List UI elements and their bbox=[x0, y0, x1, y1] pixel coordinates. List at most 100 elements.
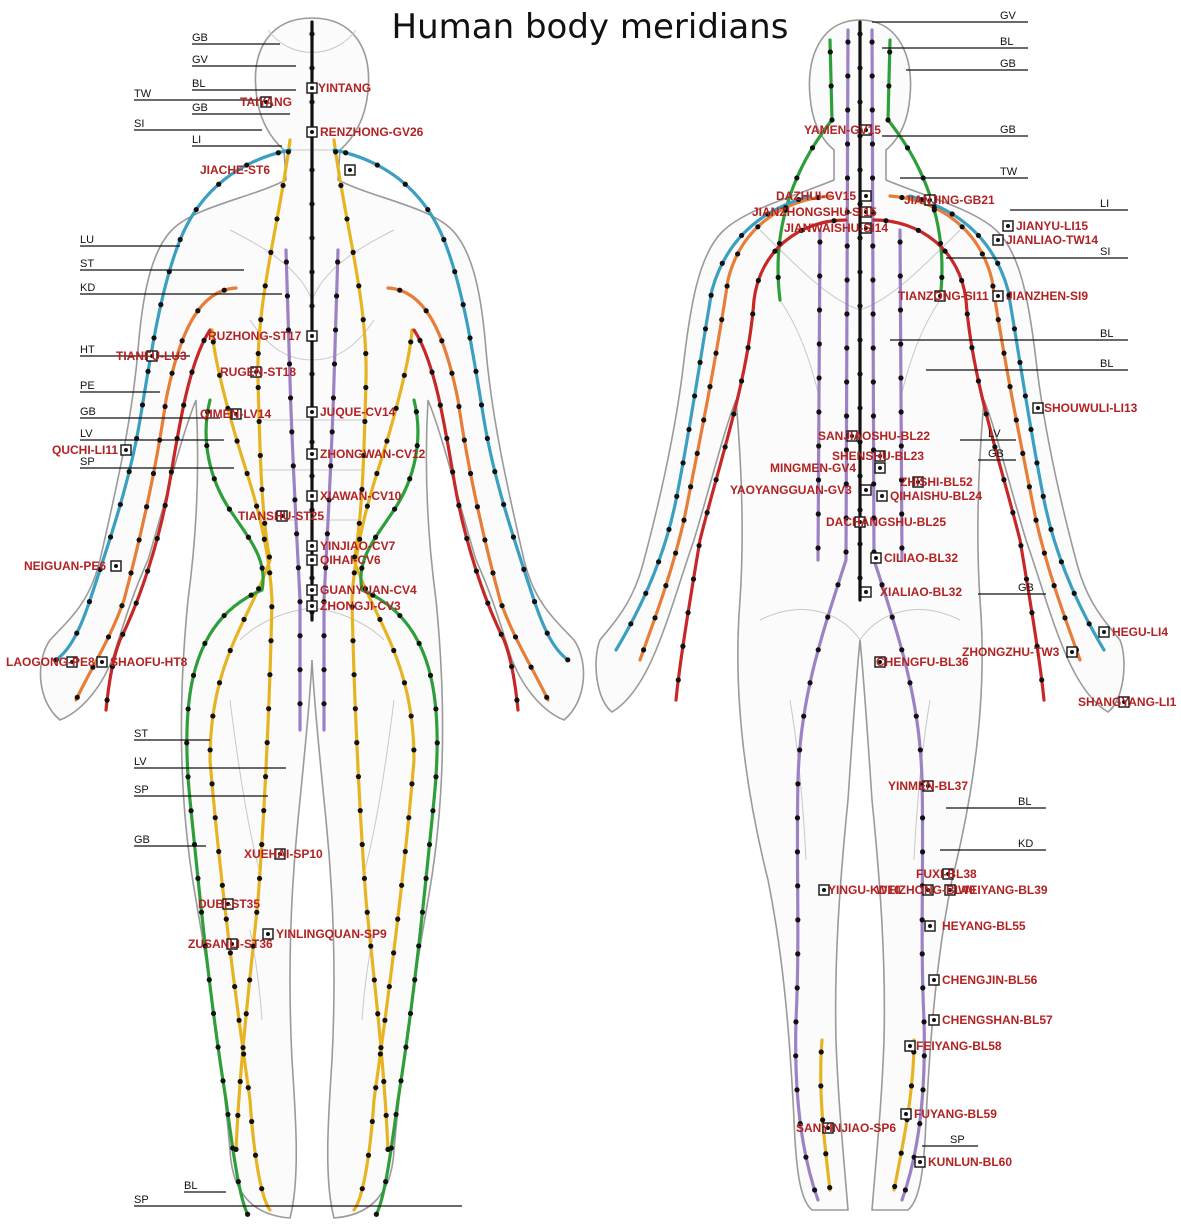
acupoint-dot bbox=[234, 412, 238, 416]
acupoint-label: ZHONGJI-CV3 bbox=[320, 599, 401, 613]
meridian-point-dot bbox=[870, 311, 876, 317]
meridian-point-dot bbox=[145, 368, 151, 374]
meridian-point-dot bbox=[168, 469, 174, 475]
acupoint-dot bbox=[310, 604, 314, 608]
meridian-point-dot bbox=[857, 31, 863, 37]
meridian-point-dot bbox=[377, 616, 383, 623]
acupoint-dot bbox=[916, 480, 920, 484]
meridian-point-dot bbox=[809, 145, 816, 151]
acupoint-label: FEIYANG-BL58 bbox=[916, 1039, 1002, 1053]
acupoint-label: TIANZONG-SI11 bbox=[898, 289, 989, 303]
meridian-point-dot bbox=[831, 218, 837, 224]
meridian-point-dot bbox=[964, 311, 970, 317]
acupoint-label: SANYINJIAO-SP6 bbox=[796, 1121, 896, 1135]
meridian-point-dot bbox=[719, 260, 725, 266]
meridian-point-dot bbox=[401, 372, 407, 378]
front-labels-text: LV bbox=[134, 756, 147, 768]
meridian-point-dot bbox=[917, 1121, 923, 1127]
meridian-point-dot bbox=[818, 1083, 824, 1089]
meridian-point-dot bbox=[719, 317, 725, 323]
acupoint-label: XIALIAO-BL32 bbox=[880, 585, 962, 599]
meridian-point-dot bbox=[979, 251, 985, 257]
meridian-point-dot bbox=[402, 181, 408, 187]
meridian-point-dot bbox=[215, 1044, 221, 1050]
acupoint-label: RUZHONG-ST17 bbox=[208, 329, 302, 343]
meridian-point-dot bbox=[430, 808, 436, 814]
meridian-point-dot bbox=[460, 302, 466, 308]
meridian-point-dot bbox=[898, 341, 904, 347]
meridian-point-dot bbox=[1010, 509, 1016, 516]
meridian-point-dot bbox=[309, 575, 315, 581]
meridian-point-dot bbox=[844, 345, 850, 351]
meridian-point-dot bbox=[359, 841, 365, 848]
meridian-point-dot bbox=[871, 515, 877, 521]
meridian-point-dot bbox=[343, 150, 349, 156]
meridian-point-dot bbox=[309, 31, 315, 37]
meridian-point-dot bbox=[398, 1078, 404, 1084]
meridian-point-dot bbox=[902, 1187, 908, 1193]
front-labels-text: LU bbox=[80, 234, 94, 246]
meridian-point-dot bbox=[870, 243, 876, 249]
meridian-point-dot bbox=[473, 568, 479, 574]
meridian-point-dot bbox=[869, 39, 875, 45]
meridian-point-dot bbox=[162, 502, 168, 509]
meridian-point-dot bbox=[250, 943, 256, 949]
meridian-point-dot bbox=[889, 614, 895, 620]
meridian-point-dot bbox=[401, 680, 408, 686]
meridian-point-dot bbox=[225, 1111, 231, 1118]
meridian-point-dot bbox=[807, 680, 813, 686]
meridian-point-dot bbox=[284, 293, 291, 299]
meridian-point-dot bbox=[331, 361, 338, 367]
acupoint-dot bbox=[1006, 224, 1010, 228]
front-ht-meridian-right bbox=[412, 328, 520, 712]
meridian-point-dot bbox=[226, 506, 233, 512]
meridian-point-dot bbox=[292, 497, 298, 503]
meridian-point-dot bbox=[433, 774, 439, 780]
meridian-point-dot bbox=[694, 450, 700, 457]
meridian-point-dot bbox=[275, 150, 281, 156]
meridian-point-dot bbox=[321, 633, 327, 639]
acupoint-label: WEIYANG-BL39 bbox=[958, 883, 1048, 897]
front-labels-text: ST bbox=[80, 258, 94, 270]
meridian-point-dot bbox=[217, 372, 223, 378]
meridian-point-dot bbox=[1039, 677, 1045, 683]
meridian-point-dot bbox=[461, 437, 467, 443]
back-labels-text: BL bbox=[1100, 328, 1113, 340]
meridian-point-dot bbox=[359, 486, 365, 493]
acupoint-label: QIHAI-CV6 bbox=[320, 553, 381, 567]
meridian-point-dot bbox=[264, 740, 270, 746]
meridian-point-dot bbox=[794, 175, 800, 181]
meridian-point-dot bbox=[285, 149, 292, 155]
acupoint-label: TIANFU-LU3 bbox=[116, 349, 187, 363]
meridian-point-dot bbox=[899, 511, 905, 517]
meridian-point-dot bbox=[414, 443, 420, 449]
meridian-point-dot bbox=[158, 302, 164, 308]
meridian-point-dot bbox=[416, 640, 422, 647]
meridian-point-dot bbox=[419, 909, 426, 915]
meridian-point-dot bbox=[362, 418, 368, 425]
meridian-point-dot bbox=[915, 227, 921, 233]
meridian-point-dot bbox=[330, 395, 337, 401]
meridian-point-dot bbox=[321, 599, 327, 605]
meridian-point-dot bbox=[704, 509, 710, 516]
meridian-point-dot bbox=[983, 411, 989, 417]
meridian-point-dot bbox=[815, 477, 822, 483]
meridian-point-dot bbox=[117, 501, 123, 508]
acupoint-label: JIANLIAO-TW14 bbox=[1006, 233, 1098, 247]
meridian-point-dot bbox=[816, 409, 822, 415]
meridian-point-dot bbox=[795, 951, 801, 957]
acupoint-dot bbox=[822, 888, 826, 892]
meridian-point-dot bbox=[185, 706, 191, 712]
meridian-point-dot bbox=[467, 335, 473, 341]
meridian-point-dot bbox=[663, 583, 669, 589]
meridian-point-dot bbox=[835, 582, 841, 588]
meridian-point-dot bbox=[105, 634, 112, 640]
meridian-point-dot bbox=[681, 517, 687, 523]
meridian-point-dot bbox=[145, 568, 151, 574]
meridian-point-dot bbox=[844, 379, 850, 385]
meridian-point-dot bbox=[241, 616, 247, 623]
meridian-point-dot bbox=[793, 1019, 799, 1025]
meridian-point-dot bbox=[857, 99, 863, 105]
meridian-point-dot bbox=[829, 117, 835, 123]
meridian-point-dot bbox=[297, 633, 303, 639]
